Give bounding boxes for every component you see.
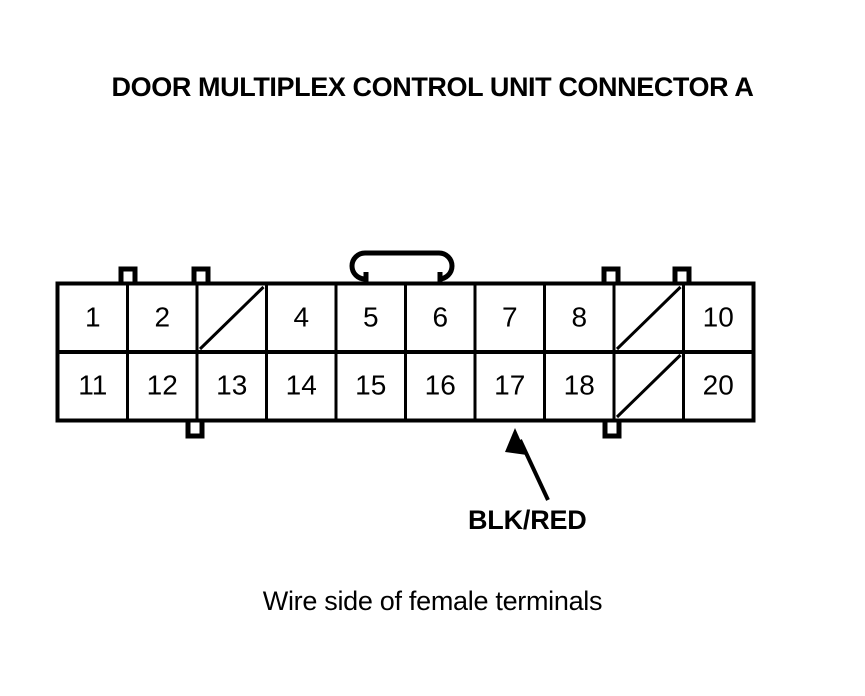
- blank-cavity-slash: [198, 285, 265, 351]
- pin-number: 7: [502, 301, 518, 332]
- latch-lock-tab: [349, 250, 455, 286]
- figure-caption: Wire side of female terminals: [262, 586, 603, 616]
- connector-cell: 20: [682, 350, 755, 422]
- connector-cell-blank: [612, 282, 685, 354]
- connector-cell-blank: [195, 282, 268, 354]
- pin-number: 2: [154, 301, 170, 332]
- connector-cell: 4: [265, 282, 338, 354]
- pin-number: 16: [425, 369, 456, 400]
- connector-cell: 12: [126, 350, 199, 422]
- pin-number: 6: [432, 301, 448, 332]
- pin-number: 10: [703, 301, 734, 332]
- pin-number: 20: [703, 369, 734, 400]
- connector-cell: 1: [56, 282, 129, 354]
- wire-color-label: BLK/RED: [468, 505, 587, 535]
- wire-pointer-arrow: [505, 428, 550, 501]
- pin-number: 18: [564, 369, 595, 400]
- pin-number: 4: [293, 301, 309, 332]
- connector-cell: 10: [682, 282, 755, 354]
- pin-number: 11: [78, 369, 107, 400]
- connector-cell: 8: [543, 282, 616, 354]
- pin-number: 12: [147, 369, 178, 400]
- connector-cell: 6: [404, 282, 477, 354]
- pin-number: 15: [355, 369, 386, 400]
- pin-number: 17: [494, 369, 525, 400]
- pin-number: 5: [363, 301, 379, 332]
- connector-cell: 2: [126, 282, 199, 354]
- connector-cell: 11: [56, 350, 129, 422]
- pin-number: 13: [216, 369, 247, 400]
- connector-cell: 13: [195, 350, 268, 422]
- pin-number: 14: [286, 369, 317, 400]
- blank-cavity-slash: [615, 285, 682, 351]
- connector-cell: 14: [265, 350, 338, 422]
- connector-cell: 17: [473, 350, 546, 422]
- connector-cell: 15: [334, 350, 407, 422]
- pin-number: 8: [571, 301, 587, 332]
- connector-cell: 18: [543, 350, 616, 422]
- blank-cavity-slash: [615, 353, 682, 419]
- pin-number: 1: [85, 301, 101, 332]
- connector-cell: 5: [334, 282, 407, 354]
- page-title: DOOR MULTIPLEX CONTROL UNIT CONNECTOR A: [111, 72, 754, 102]
- connector-cell: 16: [404, 350, 477, 422]
- connector-cell: 7: [473, 282, 546, 354]
- connector-cell-blank: [612, 350, 685, 422]
